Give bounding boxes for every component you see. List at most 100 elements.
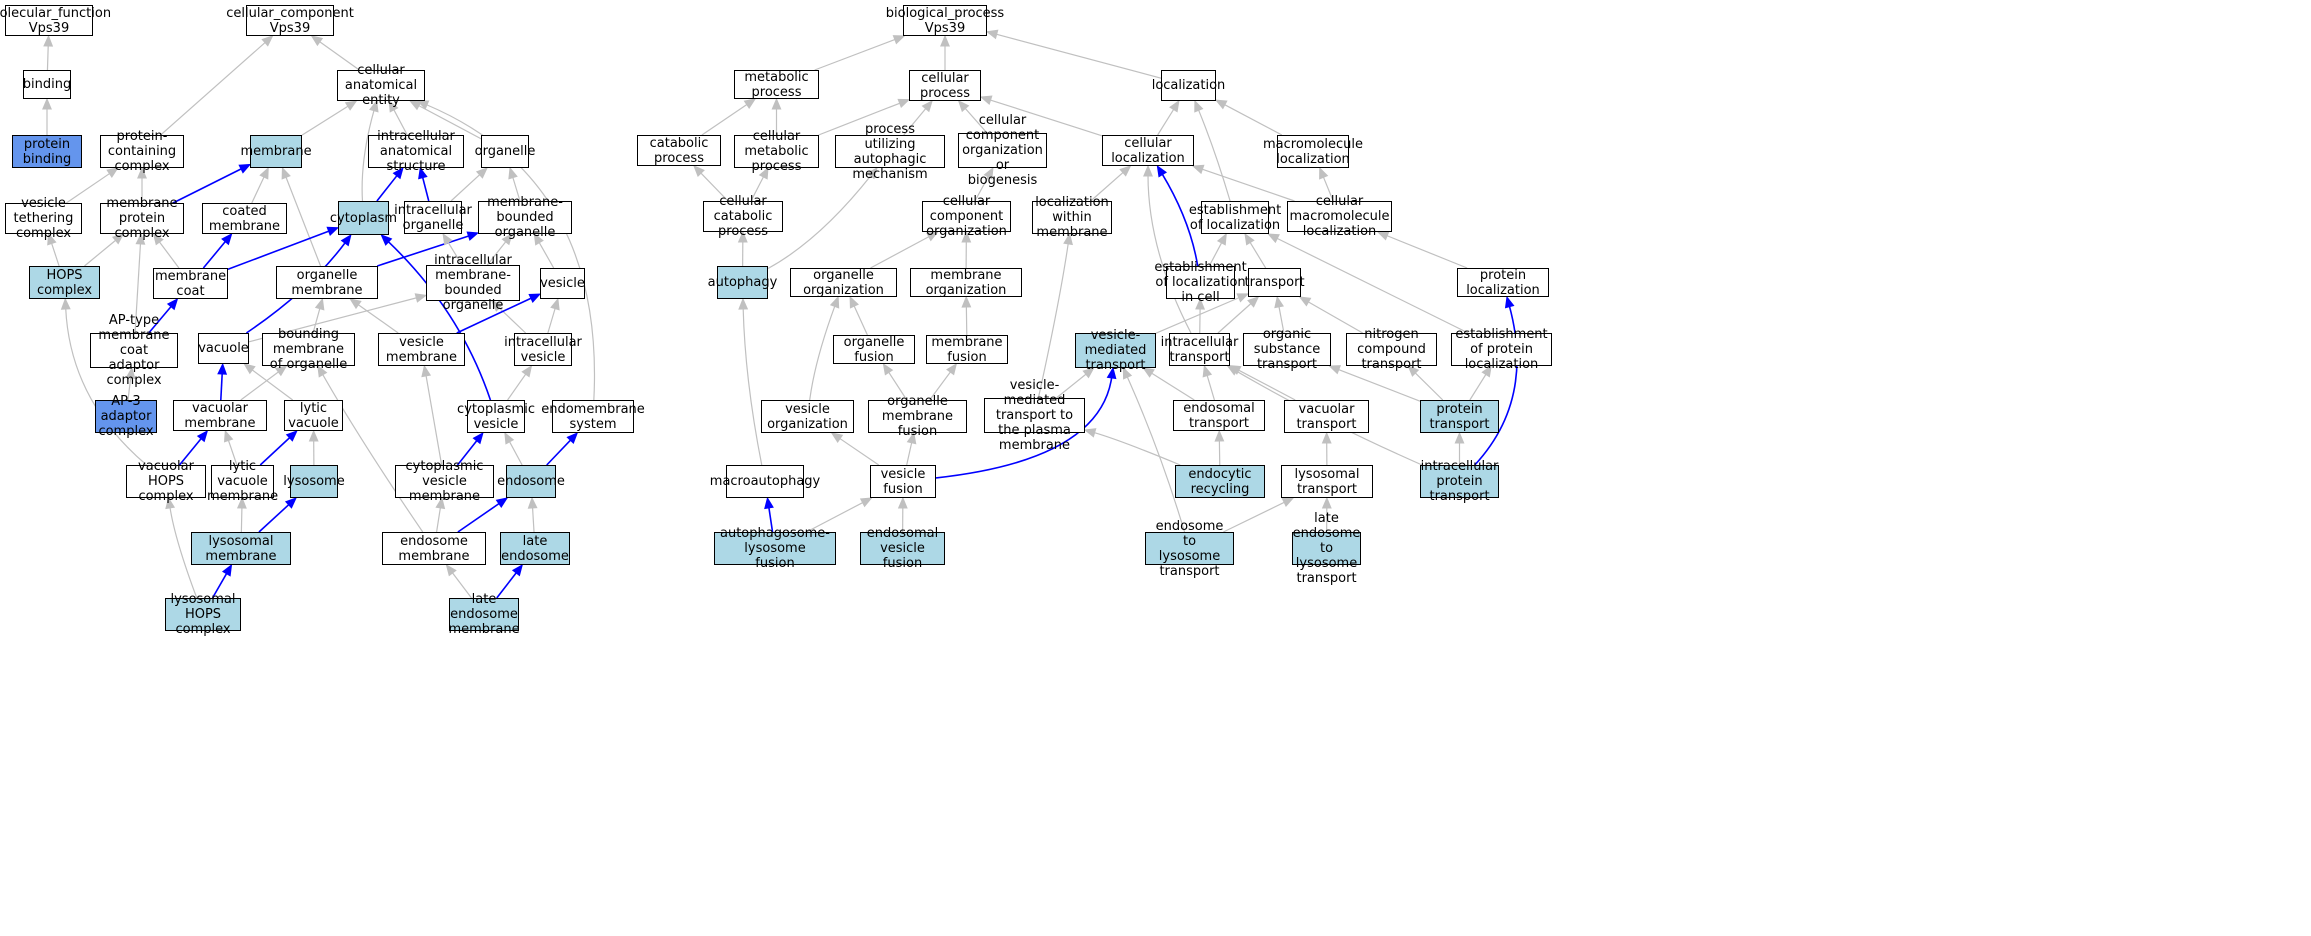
node-intracellular-membrane-bounded-organelle[interactable]: intracellular membrane-bounded organelle	[426, 253, 520, 313]
node-intracellular-vesicle[interactable]: intracellular vesicle	[504, 333, 582, 366]
node-autophagy[interactable]: autophagy	[708, 266, 777, 299]
node-vesicle-mediated-transport[interactable]: vesicle-mediated transport	[1075, 328, 1156, 373]
node-endosome-membrane[interactable]: endosome membrane	[382, 532, 486, 565]
node-transport[interactable]: transport	[1244, 268, 1305, 297]
node-protein-transport[interactable]: protein transport	[1420, 400, 1499, 433]
node-vacuole[interactable]: vacuole	[198, 333, 249, 364]
node-nitrogen-compound-transport[interactable]: nitrogen compound transport	[1346, 327, 1437, 372]
node-organelle-membrane[interactable]: organelle membrane	[276, 266, 378, 299]
node-endosomal-vesicle-fusion[interactable]: endosomal vesicle fusion	[860, 526, 945, 571]
node-organelle-membrane-fusion[interactable]: organelle membrane fusion	[868, 394, 967, 439]
edge-arrowhead	[926, 231, 939, 242]
node-macromolecule-localization[interactable]: macromolecule localization	[1263, 135, 1364, 168]
node-hops-complex[interactable]: HOPS complex	[29, 266, 100, 299]
node-cellular-component-organization-or-biogenesis[interactable]: cellular component organization or bioge…	[958, 113, 1047, 188]
node-intracellular-anatomical-structure[interactable]: intracellular anatomical structure	[368, 129, 464, 174]
node-vesicle-mediated-transport-to-plasma-membrane[interactable]: vesicle-mediated transport to the plasma…	[984, 378, 1085, 453]
node-membrane[interactable]: membrane	[240, 135, 312, 168]
node-binding[interactable]: binding	[23, 70, 71, 99]
node-cellular-localization[interactable]: cellular localization	[1102, 135, 1194, 166]
node-organelle[interactable]: organelle	[475, 135, 535, 168]
node-establishment-of-protein-localization[interactable]: establishment of protein localization	[1451, 327, 1552, 372]
node-lytic-vacuole[interactable]: lytic vacuole	[284, 400, 343, 431]
node-bounding-membrane-of-organelle[interactable]: bounding membrane of organelle	[262, 327, 355, 372]
node-intracellular-protein-transport[interactable]: intracellular protein transport	[1420, 459, 1499, 504]
node-metabolic-process[interactable]: metabolic process	[734, 70, 819, 100]
node-cytoplasmic-vesicle-membrane[interactable]: cytoplasmic vesicle membrane	[395, 459, 494, 504]
edge-memfus-to-memorg	[961, 295, 972, 336]
node-vacuolar-transport[interactable]: vacuolar transport	[1284, 400, 1369, 433]
edge-vtc-to-pcc	[65, 167, 119, 204]
node-vesicle-membrane[interactable]: vesicle membrane	[378, 333, 465, 366]
node-cellular-component-root[interactable]: cellular_component Vps39	[226, 5, 354, 36]
node-intracellular-transport[interactable]: intracellular transport	[1160, 333, 1239, 366]
node-vacuolar-hops-complex[interactable]: vacuolar HOPS complex	[126, 459, 206, 504]
node-localization-within-membrane[interactable]: localization within membrane	[1032, 195, 1112, 240]
edge-arrowhead	[501, 232, 513, 246]
node-late-endosome-membrane[interactable]: late endosome membrane	[448, 592, 520, 637]
node-protein-binding[interactable]: protein binding	[12, 135, 82, 168]
node-lysosomal-membrane[interactable]: lysosomal membrane	[191, 532, 291, 565]
edge-line	[1249, 241, 1267, 269]
node-membrane-bounded-organelle[interactable]: membrane-bounded organelle	[478, 195, 572, 240]
node-lysosome[interactable]: lysosome	[283, 465, 345, 498]
edge-line	[312, 307, 321, 334]
node-late-endosome[interactable]: late endosome	[500, 532, 570, 565]
node-lytic-vacuole-membrane[interactable]: lytic vacuole membrane	[206, 459, 279, 504]
node-macroautophagy[interactable]: macroautophagy	[710, 465, 820, 498]
node-membrane-coat[interactable]: membrane coat	[153, 268, 228, 299]
node-cellular-macromolecule-localization[interactable]: cellular macromolecule localization	[1287, 194, 1392, 239]
node-ap-type-membrane-coat-adaptor-complex[interactable]: AP-type membrane coat adaptor complex	[90, 313, 178, 388]
node-endomembrane-system[interactable]: endomembrane system	[541, 400, 645, 433]
edge-line	[1161, 173, 1199, 267]
node-cellular-component-organization[interactable]: cellular component organization	[922, 194, 1011, 239]
node-membrane-protein-complex[interactable]: membrane protein complex	[100, 196, 184, 241]
node-endosome-to-lysosome-transport[interactable]: endosome to lysosome transport	[1145, 519, 1234, 579]
node-organic-substance-transport[interactable]: organic substance transport	[1243, 327, 1331, 372]
node-biological-process-root[interactable]: biological_process Vps39	[885, 5, 1005, 36]
node-ap-3-adaptor-complex[interactable]: AP-3 adaptor complex	[95, 394, 157, 439]
node-cellular-anatomical-entity[interactable]: cellular anatomical entity	[337, 63, 425, 108]
edge-arrowhead	[1244, 232, 1255, 246]
node-catabolic-process[interactable]: catabolic process	[637, 135, 721, 166]
node-cellular-metabolic-process[interactable]: cellular metabolic process	[734, 129, 819, 174]
edge-line	[1223, 501, 1286, 533]
node-endocytic-recycling[interactable]: endocytic recycling	[1175, 465, 1265, 498]
node-localization[interactable]: localization	[1152, 70, 1225, 101]
edge-arrowhead	[1319, 166, 1329, 180]
edge-line	[750, 175, 765, 202]
node-late-endosome-to-lysosome-transport[interactable]: late endosome to lysosome transport	[1292, 511, 1361, 586]
node-intracellular-organelle[interactable]: intracellular organelle	[394, 201, 472, 234]
node-membrane-organization[interactable]: membrane organization	[910, 268, 1022, 298]
node-vesicle[interactable]: vesicle	[540, 268, 585, 299]
node-vesicle-fusion[interactable]: vesicle fusion	[870, 465, 936, 498]
node-protein-containing-complex[interactable]: protein-containing complex	[100, 129, 184, 174]
edge-line	[1223, 103, 1283, 136]
node-autophagosome-lysosome-fusion[interactable]: autophagosome-lysosome fusion	[714, 526, 836, 571]
node-endosome[interactable]: endosome	[497, 465, 565, 498]
node-cellular-catabolic-process[interactable]: cellular catabolic process	[703, 194, 783, 239]
edge-vachops-to-vacmem	[178, 430, 209, 466]
edge-line	[1276, 237, 1469, 334]
node-vacuolar-membrane[interactable]: vacuolar membrane	[173, 400, 267, 431]
node-lysosomal-transport[interactable]: lysosomal transport	[1281, 465, 1373, 498]
node-cellular-process[interactable]: cellular process	[909, 70, 981, 101]
node-establishment-of-localization[interactable]: establishment of localization	[1188, 201, 1282, 234]
node-organelle-organization[interactable]: organelle organization	[790, 268, 897, 298]
node-cytoplasmic-vesicle[interactable]: cytoplasmic vesicle	[457, 400, 535, 433]
node-cytoplasm[interactable]: cytoplasm	[330, 201, 397, 235]
node-molecular-function-root[interactable]: molecular_function Vps39	[0, 5, 112, 36]
edge-arrowhead	[957, 100, 970, 113]
node-establishment-of-localization-in-cell[interactable]: establishment of localization in cell	[1154, 260, 1247, 305]
node-organelle-fusion[interactable]: organelle fusion	[833, 335, 915, 365]
edge-arrowhead	[349, 298, 362, 310]
node-protein-localization[interactable]: protein localization	[1457, 268, 1549, 298]
edge-line	[84, 239, 117, 267]
node-vesicle-organization[interactable]: vesicle organization	[761, 400, 854, 433]
node-endosomal-transport[interactable]: endosomal transport	[1173, 400, 1265, 431]
node-lysosomal-hops-complex[interactable]: lysosomal HOPS complex	[165, 592, 241, 637]
node-process-utilizing-autophagic-mechanism[interactable]: process utilizing autophagic mechanism	[835, 122, 945, 182]
node-membrane-fusion[interactable]: membrane fusion	[926, 335, 1008, 365]
node-coated-membrane[interactable]: coated membrane	[202, 203, 287, 234]
node-vesicle-tethering-complex[interactable]: vesicle tethering complex	[5, 196, 82, 241]
